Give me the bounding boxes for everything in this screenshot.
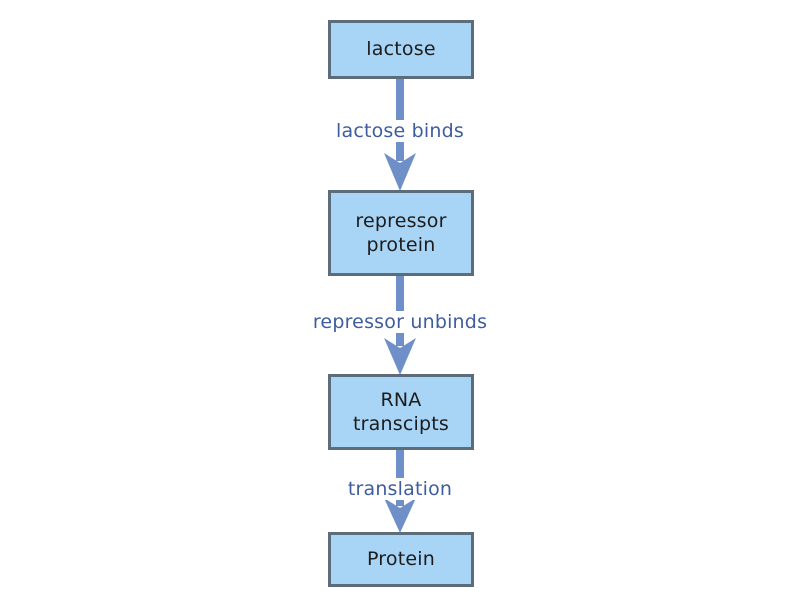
node-protein[interactable]: Protein <box>328 532 474 587</box>
node-lactose[interactable]: lactose <box>328 20 474 79</box>
node-repressor-protein-label: repressor protein <box>355 209 447 256</box>
node-protein-label: Protein <box>366 548 435 571</box>
edge-label-repressor-unbinds: repressor unbinds <box>306 311 494 333</box>
node-rna-transcripts[interactable]: RNA transcipts <box>328 374 474 450</box>
node-rna-transcripts-label: RNA transcipts <box>353 388 449 435</box>
edge-label-translation: translation <box>341 478 459 500</box>
edge-label-lactose-binds: lactose binds <box>329 120 471 142</box>
node-lactose-label: lactose <box>366 38 436 61</box>
node-repressor-protein[interactable]: repressor protein <box>328 190 474 276</box>
